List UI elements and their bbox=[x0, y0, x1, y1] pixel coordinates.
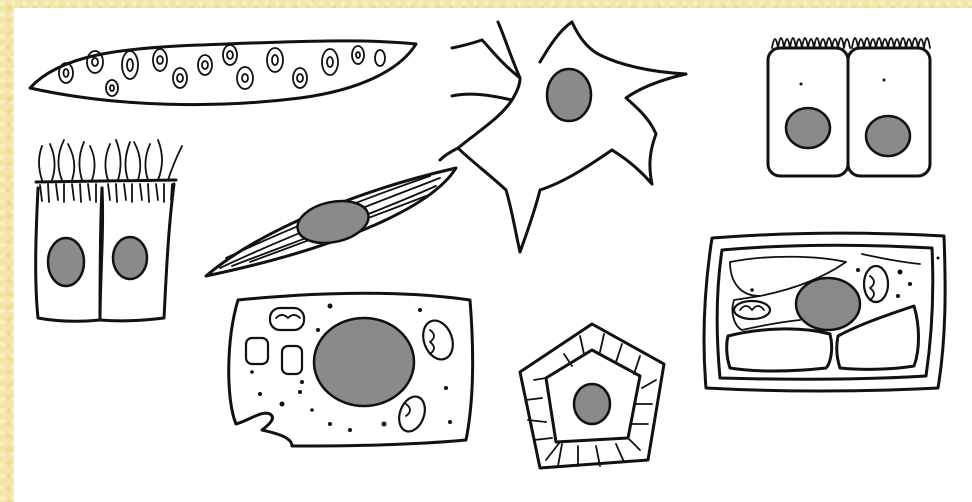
spindle-muscle-cell bbox=[206, 168, 456, 276]
animal-cell bbox=[229, 293, 473, 446]
plant-cell bbox=[704, 233, 945, 391]
microvilli-epithelial-cells bbox=[768, 38, 930, 176]
pentagonal-cell bbox=[520, 324, 664, 468]
smooth-muscle-band-cell bbox=[30, 41, 416, 105]
neuron-cell bbox=[440, 22, 686, 252]
ciliated-epithelial-cells bbox=[36, 140, 182, 321]
